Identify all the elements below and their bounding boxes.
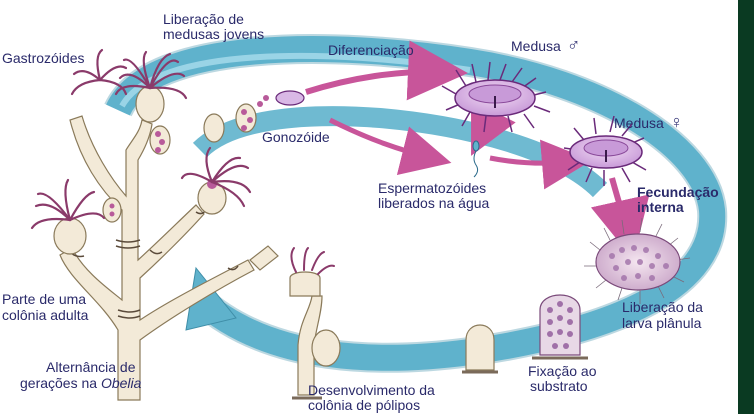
label-liberacao-medusas-line1: Liberação de — [163, 11, 244, 27]
label-parte-colonia-line2: colônia adulta — [2, 307, 89, 323]
female-medusa — [563, 115, 647, 186]
polyp-colony — [53, 85, 279, 401]
alternancia-prefix: gerações na — [20, 375, 98, 391]
label-liberacao-larva-line1: Liberação da — [622, 299, 703, 315]
label-diferenciacao: Diferenciação — [328, 42, 414, 58]
label-gonozoide: Gonozóide — [262, 129, 330, 145]
label-fecundacao-line1: Fecundação — [637, 184, 719, 200]
alternancia-italic: Obelia — [100, 375, 142, 391]
label-desenvolvimento-line1: Desenvolvimento da — [308, 382, 435, 398]
male-symbol-icon: ♂ — [566, 35, 581, 55]
label-espermatozoides-line1: Espermatozóides — [378, 180, 487, 196]
label-gastrozoides: Gastrozóides — [2, 50, 85, 66]
tentacles — [30, 48, 252, 230]
label-alternancia-line1: Alternância de — [46, 359, 136, 375]
label-alternancia-line2: gerações na Obelia — [20, 376, 141, 391]
label-medusa-femea: Medusa ♀ — [614, 112, 684, 132]
label-liberacao-medusas-line2: medusas jovens — [163, 26, 265, 42]
fixed-larva — [532, 294, 588, 360]
label-desenvolvimento-line2: colônia de pólipos — [308, 397, 421, 413]
developing-colony — [289, 247, 341, 400]
female-symbol-icon: ♀ — [669, 112, 684, 132]
larva-cells — [609, 245, 669, 281]
label-parte-colonia-line1: Parte de uma — [2, 291, 87, 307]
young-medusa — [275, 90, 305, 106]
medusa-macho-text: Medusa — [511, 38, 561, 54]
young-polyp — [462, 324, 498, 374]
pink-arrows — [305, 40, 650, 260]
label-fecundacao-line2: interna — [637, 199, 684, 215]
label-espermatozoides-line2: liberados na água — [378, 195, 490, 211]
label-fixacao-line1: Fixação ao — [528, 363, 597, 379]
label-liberacao-larva-line2: larva plânula — [622, 315, 702, 331]
male-medusa — [441, 61, 551, 133]
label-fixacao-line2: substrato — [530, 378, 588, 394]
label-medusa-macho: Medusa ♂ — [511, 35, 581, 55]
medusa-femea-text: Medusa — [614, 115, 664, 131]
sperm-cell — [472, 140, 480, 178]
side-bar — [738, 0, 754, 414]
